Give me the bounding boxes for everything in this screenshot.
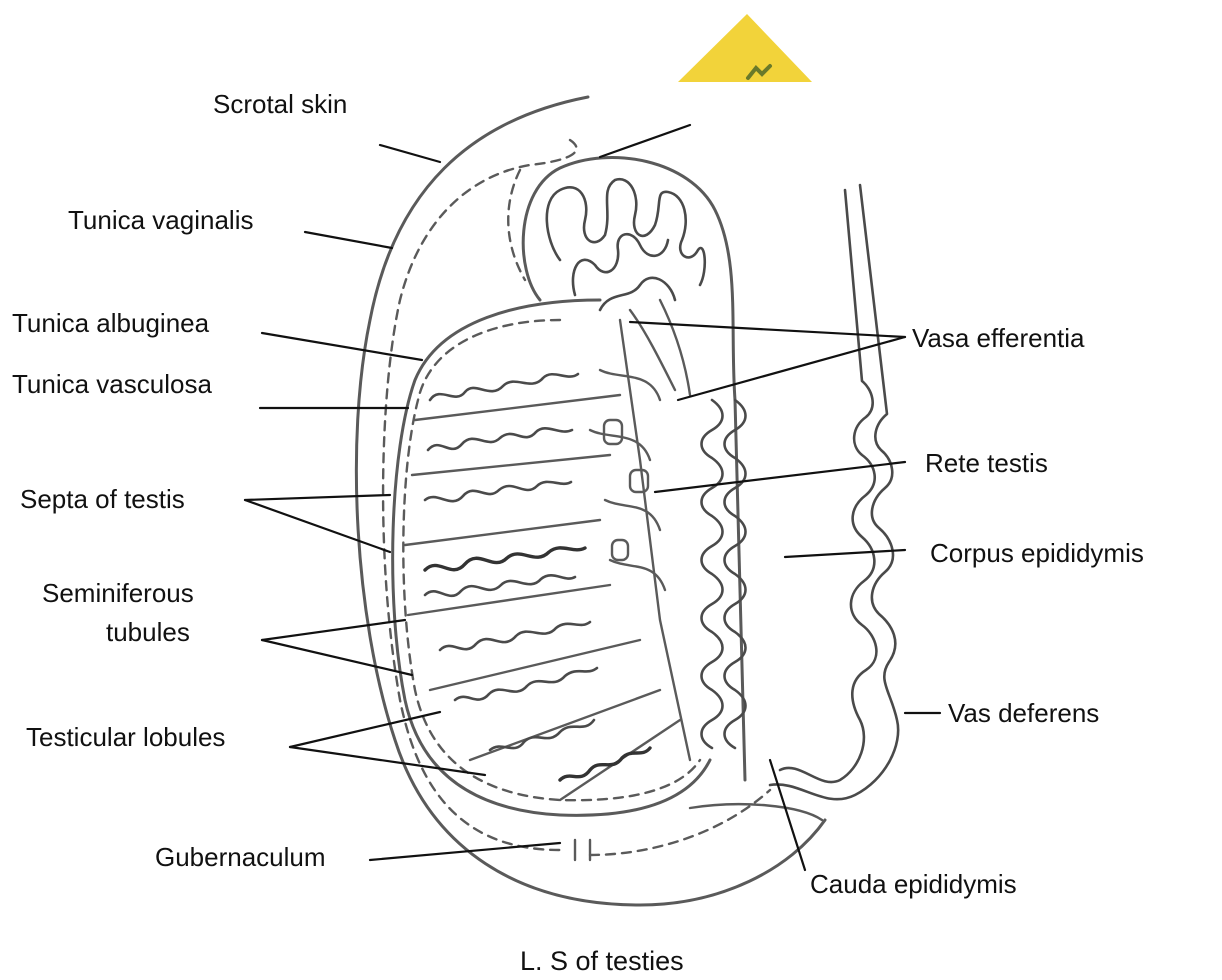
- label-tunica-vaginalis: Tunica vaginalis: [68, 205, 253, 235]
- label-cauda-epididymis: Cauda epididymis: [810, 869, 1017, 899]
- rete-testis-network: [590, 320, 690, 760]
- label-tunica-albuginea: Tunica albuginea: [12, 308, 210, 338]
- tunica-vaginalis-outline: [383, 140, 576, 850]
- tunica-vaginalis-bottom: [590, 790, 770, 855]
- scrotal-skin-outline: [356, 97, 825, 905]
- label-rete-testis: Rete testis: [925, 448, 1048, 478]
- label-testicular-lobules: Testicular lobules: [26, 722, 225, 752]
- label-vas-deferens: Vas deferens: [948, 698, 1099, 728]
- label-corpus-epididymis: Corpus epididymis: [930, 538, 1144, 568]
- label-tunica-vasculosa: Tunica vasculosa: [12, 369, 212, 399]
- caput-coils: [547, 179, 705, 285]
- labels: Scrotal skin Tunica vaginalis Tunica alb…: [12, 89, 1144, 976]
- vas-deferens-tube: [780, 190, 876, 782]
- figure-caption: L. S of testies: [520, 946, 684, 976]
- vas-deferens-tube-outer: [770, 185, 898, 799]
- seminiferous-tubules: [425, 374, 650, 780]
- label-seminiferous-line1: Seminiferous: [42, 578, 194, 608]
- label-septa-of-testis: Septa of testis: [20, 484, 185, 514]
- vasa-efferentia-ducts: [630, 300, 690, 395]
- scrotal-skin-right-edge: [690, 804, 822, 820]
- leader-lines: [245, 125, 940, 870]
- caput-epididymis-outline: [523, 157, 745, 780]
- label-gubernaculum: Gubernaculum: [155, 842, 326, 872]
- label-scrotal-skin: Scrotal skin: [213, 89, 347, 119]
- gubernaculum-marker: [575, 840, 590, 860]
- tunica-vaginalis-inner: [508, 170, 525, 280]
- caput-coils-inner: [573, 234, 675, 310]
- corpus-epididymis-coil: [702, 400, 723, 748]
- label-seminiferous-line2: tubules: [106, 617, 190, 647]
- label-vasa-efferentia: Vasa efferentia: [912, 323, 1085, 353]
- watermark-logo: [678, 14, 812, 82]
